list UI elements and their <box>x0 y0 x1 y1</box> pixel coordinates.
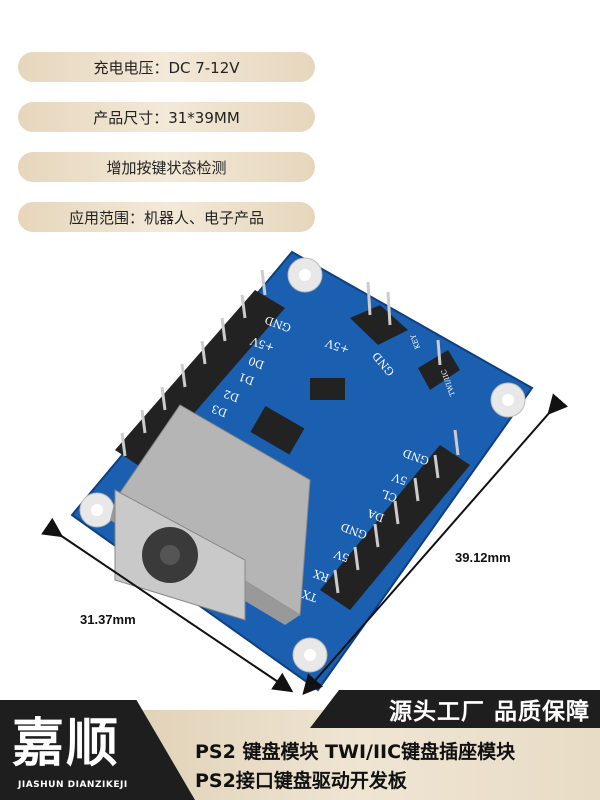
height-dimension-arrow <box>302 393 569 696</box>
svg-text:D0: D0 <box>247 354 266 372</box>
slogan: 源头工厂 品质保障 <box>310 690 600 728</box>
spec-size: 产品尺寸：31*39MM <box>18 102 315 132</box>
spec-feature: 增加按键状态检测 <box>18 152 315 182</box>
pin-header-top <box>350 305 408 345</box>
pin-header-left <box>115 290 285 470</box>
regulator <box>310 378 345 400</box>
product-title-line1: PS2 键盘模块 TWI/IIC键盘插座模块 <box>195 741 516 763</box>
spec-voltage: 充电电压：DC 7-12V <box>18 52 315 82</box>
svg-text:D2: D2 <box>222 387 241 405</box>
footer-banner: 源头工厂 品质保障 嘉顺 JIASHUN DIANZIKEJI PS2 键盘模块… <box>0 690 600 800</box>
svg-text:D1: D1 <box>237 370 256 388</box>
height-dimension-label: 39.12mm <box>455 550 511 565</box>
pin-header-twi <box>418 350 460 390</box>
ic-chip <box>250 406 305 455</box>
width-dimension-arrow <box>41 517 294 693</box>
svg-text:D3: D3 <box>210 402 229 420</box>
product-title-line2: PS2接口键盘驱动开发板 <box>195 770 407 792</box>
width-dimension-label: 31.37mm <box>80 612 136 627</box>
ps2-module-photo: GND +5V D0 D1 D2 D3 +5V GND KEY TWI/IIC … <box>41 250 569 696</box>
spec-application: 应用范围：机器人、电子产品 <box>18 202 315 232</box>
